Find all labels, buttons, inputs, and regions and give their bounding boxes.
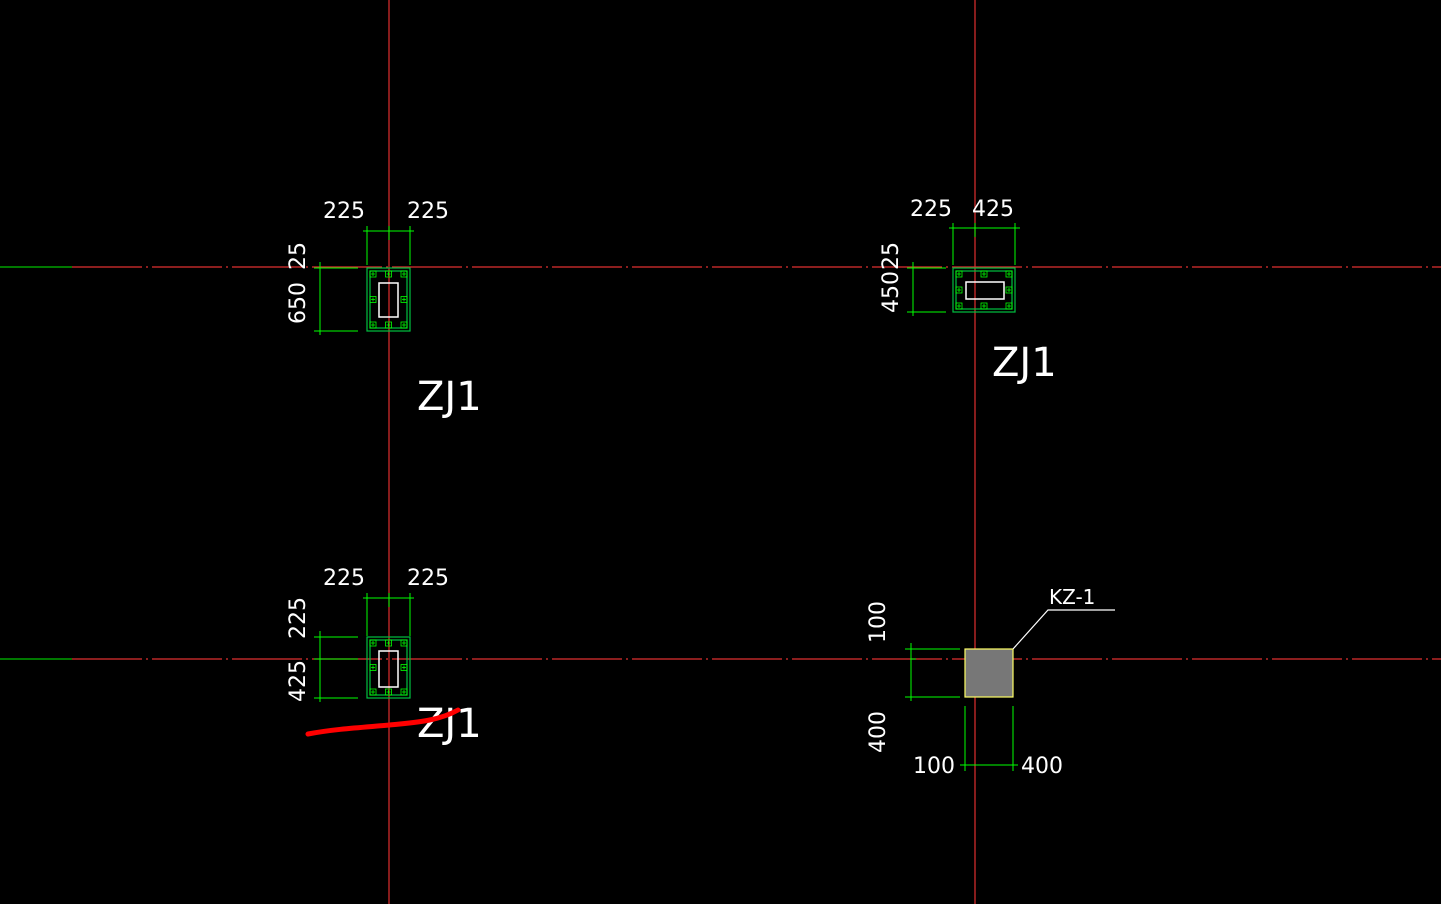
rebar-marker-cross	[386, 272, 391, 276]
rebar-marker	[369, 664, 377, 671]
rebar-marker	[1005, 286, 1013, 294]
dim-top-left: 225	[323, 566, 365, 591]
rebar-marker-cross	[1007, 304, 1011, 308]
dim-left-lower: 450	[879, 271, 904, 313]
dimension-lines	[314, 593, 414, 702]
rebar-marker	[1005, 270, 1013, 278]
dim-left-upper: 225	[286, 597, 311, 639]
rebar-marker	[385, 321, 392, 329]
rebar-marker-cross	[402, 272, 406, 276]
kz1-label: KZ-1	[1049, 585, 1095, 609]
kz1-dim-left-upper: 100	[866, 601, 891, 643]
rebar-marker	[369, 270, 377, 278]
rebar-marker-cross	[402, 297, 406, 302]
axis-grid	[72, 0, 1441, 904]
rebar-marker	[400, 664, 408, 671]
rebar-marker-cross	[957, 304, 961, 308]
rebar-marker-cross	[402, 323, 406, 327]
kz1-dim-bottom-left: 100	[913, 754, 955, 779]
rebar-marker-cross	[386, 641, 391, 645]
rebar-marker	[1005, 302, 1013, 310]
rebar-marker	[385, 270, 392, 278]
rebar-marker-cross	[386, 690, 391, 694]
rebar-marker	[980, 302, 988, 310]
rebar-marker-cross	[1007, 272, 1011, 276]
dim-top-right: 425	[972, 197, 1014, 222]
rebar-marker	[955, 286, 963, 294]
red-markup-stroke	[305, 707, 461, 737]
kz1-dim-left-lower: 400	[866, 711, 891, 753]
rebar-marker	[369, 296, 377, 303]
rebar-marker	[369, 321, 377, 329]
rebar-marker	[955, 270, 963, 278]
rebar-marker	[385, 688, 392, 696]
rebar-marker	[980, 270, 988, 278]
rebar-marker-cross	[1007, 288, 1011, 292]
dimension-lines	[905, 643, 1018, 771]
rebar-marker-cross	[371, 665, 375, 670]
rebar-marker-cross	[957, 288, 961, 292]
rebar-marker-cross	[371, 272, 375, 276]
rebar-marker	[400, 270, 408, 278]
rebar-marker	[385, 639, 392, 647]
rebar-marker-cross	[957, 272, 961, 276]
dimension-lines	[314, 226, 414, 335]
dim-left-upper: 25	[879, 242, 904, 270]
kz1-leader-line	[1012, 609, 1115, 650]
axis-left-segments	[0, 266, 72, 660]
rebar-marker	[955, 302, 963, 310]
rebar-marker	[369, 639, 377, 647]
rebar-marker-cross	[386, 323, 391, 327]
column-zj1-top-right[interactable]: 225 425 25 450 ZJ1	[879, 197, 1057, 386]
rebar-marker	[400, 321, 408, 329]
rebar-marker-cross	[982, 272, 986, 276]
kz1-dim-bottom-right: 400	[1021, 754, 1063, 779]
rebar-marker-cross	[371, 690, 375, 694]
dim-left-upper: 25	[286, 242, 311, 270]
dimension-lines	[907, 223, 1020, 316]
column-label: ZJ1	[417, 374, 482, 420]
rebar-marker-cross	[402, 641, 406, 645]
rebar-marker-cross	[402, 665, 406, 670]
rebar-marker-cross	[982, 304, 986, 308]
column-zj1-bottom-left[interactable]: 225 225 225 425 ZJ1	[286, 566, 482, 747]
dim-top-right: 225	[407, 199, 449, 224]
column-kz1[interactable]: KZ-1 100 400 100 400	[866, 585, 1115, 779]
dim-top-left: 225	[910, 197, 952, 222]
dim-top-right: 225	[407, 566, 449, 591]
dim-left-lower: 650	[286, 282, 311, 324]
column-label: ZJ1	[992, 340, 1057, 386]
column-label: ZJ1	[417, 701, 482, 747]
column-zj1-top-left[interactable]: 225 225 25 650 ZJ1	[286, 199, 482, 420]
rebar-marker-cross	[371, 641, 375, 645]
kz1-section	[964, 648, 1014, 698]
rebar-marker	[400, 639, 408, 647]
rebar-marker	[400, 296, 408, 303]
rebar-marker-cross	[371, 323, 375, 327]
dim-left-lower: 425	[286, 660, 311, 702]
rebar-marker	[400, 688, 408, 696]
rebar-marker	[369, 688, 377, 696]
dim-top-left: 225	[323, 199, 365, 224]
rebar-marker-cross	[402, 690, 406, 694]
rebar-marker-cross	[371, 297, 375, 302]
